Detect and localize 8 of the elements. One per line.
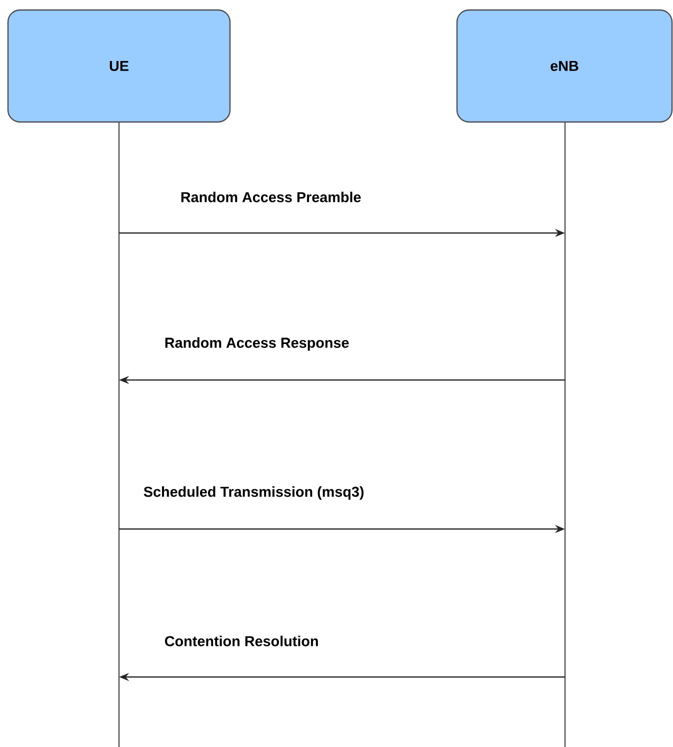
- lifeline: [118, 121, 120, 747]
- participant-box: UE: [7, 9, 231, 123]
- lifeline: [564, 121, 566, 747]
- message-label: Random Access Preamble: [181, 192, 361, 202]
- message-label: Scheduled Transmission (msq3): [144, 486, 364, 500]
- message-label: Contention Resolution: [165, 636, 318, 646]
- message-label: Random Access Response: [165, 337, 349, 351]
- participant-box: eNB: [456, 9, 673, 123]
